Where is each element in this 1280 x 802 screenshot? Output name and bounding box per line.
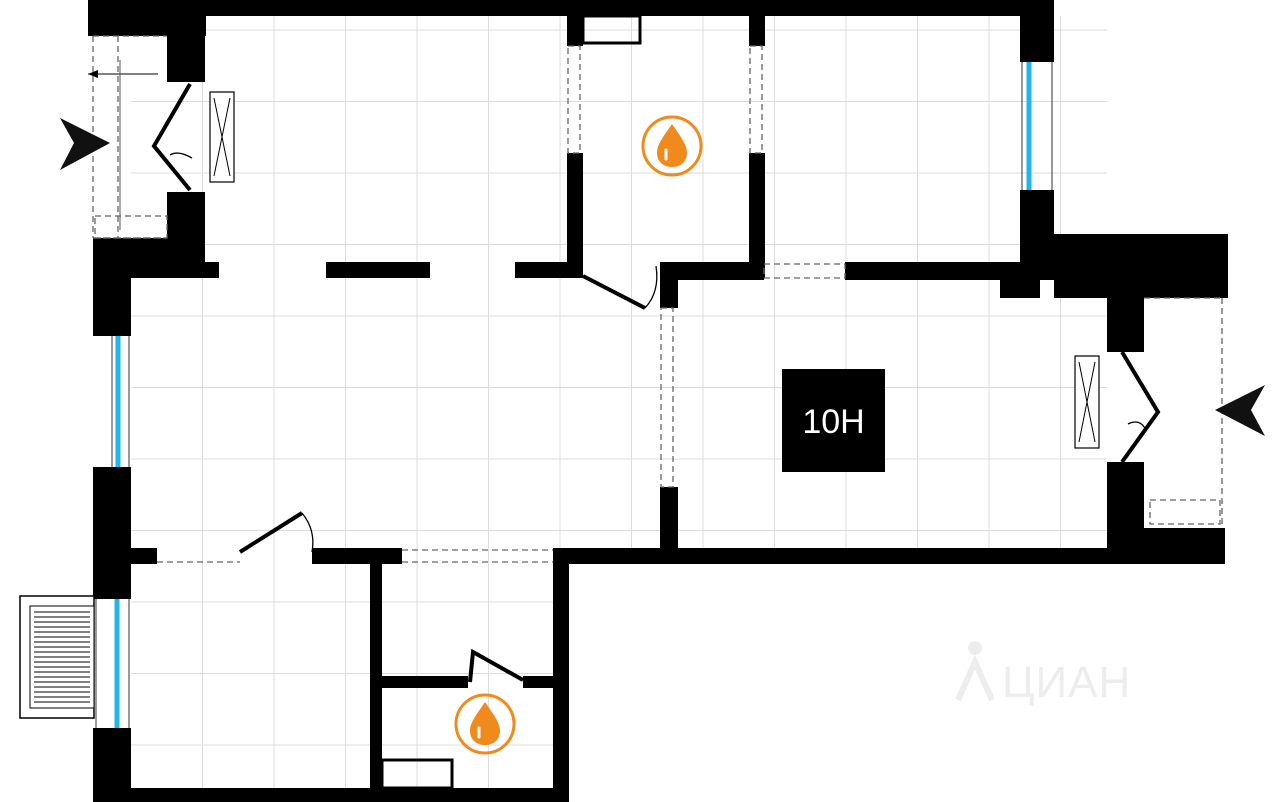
entrance-arrow-icon bbox=[1215, 385, 1265, 436]
dimension-line bbox=[88, 60, 158, 230]
radiator-icon bbox=[19, 595, 95, 719]
walls bbox=[88, 0, 1228, 802]
entrance-arrow-icon bbox=[60, 118, 110, 170]
water-drop-icon bbox=[454, 693, 516, 755]
watermark: ЦИАН bbox=[955, 641, 1131, 707]
unit-badge: 10Н bbox=[782, 369, 885, 472]
window-left-bedroom bbox=[95, 599, 130, 728]
exterior-mask bbox=[569, 564, 1280, 802]
window-left-living bbox=[111, 336, 130, 467]
interior-doors bbox=[238, 265, 658, 683]
entrance-door-left bbox=[151, 82, 235, 192]
unit-label: 10Н bbox=[802, 403, 864, 441]
floor-grid bbox=[131, 16, 1280, 802]
window-top-right bbox=[1021, 62, 1053, 190]
entrance-door-right bbox=[1074, 350, 1161, 464]
dashed-openings bbox=[92, 35, 1223, 563]
water-drop-icon bbox=[641, 115, 703, 177]
watermark-logo-icon bbox=[955, 641, 995, 702]
windows bbox=[95, 62, 1053, 728]
watermark-text: ЦИАН bbox=[1002, 658, 1131, 707]
thin-lines bbox=[380, 14, 642, 790]
